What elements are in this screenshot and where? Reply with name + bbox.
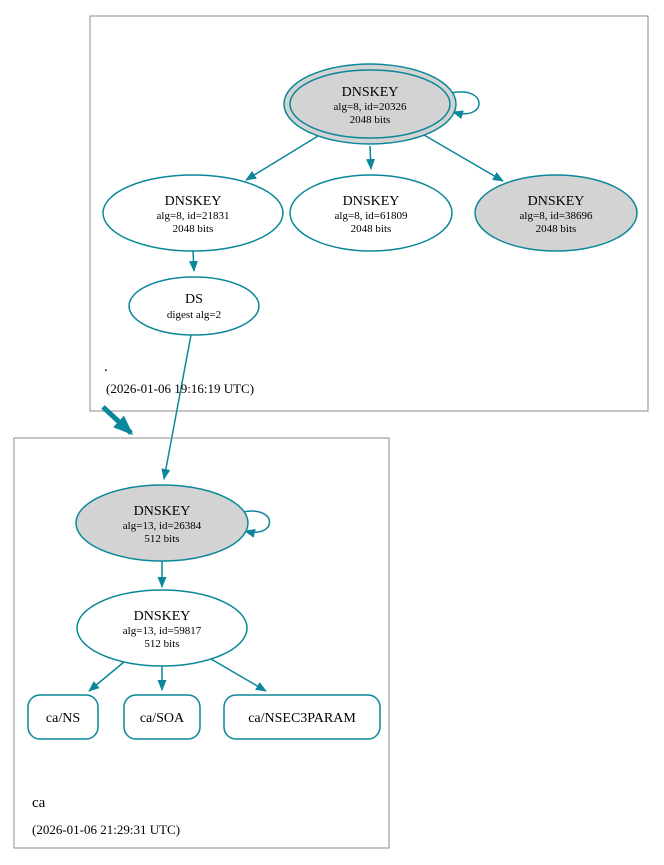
edge-root-zone-to-ca-zone: [101, 405, 134, 436]
ca-zsk-line1: alg=13, id=59817: [123, 625, 202, 637]
root-zsk3-ellipse: [474, 174, 638, 252]
root-zsk3-line2: 2048 bits: [536, 223, 577, 235]
ds-line1: digest alg=2: [167, 309, 221, 321]
root-ksk-outer-ellipse: [283, 63, 457, 145]
ca-ksk-line2: 512 bits: [144, 533, 179, 545]
node-ca-ns-rrset: ca/NS: [27, 694, 99, 740]
root-zsk3-title: DNSKEY: [528, 194, 585, 209]
edge-zsk1-to-ds: [189, 250, 198, 272]
root-zone-name: .: [104, 359, 108, 375]
root-zone-box: [89, 15, 649, 412]
node-root-ds: DS digest alg=2: [128, 276, 260, 336]
ca-soa-label: ca/SOA: [140, 711, 185, 726]
ca-ksk-ellipse: [75, 484, 249, 562]
edge-ca-zsk-to-ns: [88, 661, 125, 692]
root-zsk1-ellipse: [102, 174, 284, 252]
root-zsk3-line1: alg=8, id=38696: [520, 210, 593, 222]
ca-zone-timestamp: (2026-01-06 21:29:31 UTC): [32, 822, 180, 837]
ca-ksk-title: DNSKEY: [134, 504, 191, 519]
ca-ksk-self-loop: [242, 510, 271, 538]
edge-root-ksk-to-zsk2: [366, 145, 376, 170]
root-zsk2-ellipse: [289, 174, 453, 252]
ca-zone-box: [13, 437, 390, 849]
root-zsk2-title: DNSKEY: [343, 194, 400, 209]
edge-ds-to-ca-ksk: [161, 334, 192, 480]
node-ca-soa-rrset: ca/SOA: [123, 694, 201, 740]
root-zsk1-line2: 2048 bits: [173, 223, 214, 235]
root-ksk-line2: 2048 bits: [350, 114, 391, 126]
ca-ksk-line1: alg=13, id=26384: [123, 520, 202, 532]
root-ksk-line1: alg=8, id=20326: [334, 101, 407, 113]
ca-zone-name: ca: [32, 795, 46, 811]
ca-zsk-line2: 512 bits: [144, 638, 179, 650]
edge-root-ksk-to-zsk1: [245, 135, 319, 181]
ca-soa-box: [123, 694, 201, 740]
root-zsk1-title: DNSKEY: [165, 194, 222, 209]
node-root-zsk-61809: DNSKEY alg=8, id=61809 2048 bits: [289, 174, 453, 252]
node-ca-ksk-26384: DNSKEY alg=13, id=26384 512 bits: [75, 484, 249, 562]
root-ksk-self-loop: [450, 91, 480, 120]
node-ca-zsk-59817: DNSKEY alg=13, id=59817 512 bits: [76, 589, 248, 667]
node-root-zsk-38696: DNSKEY alg=8, id=38696 2048 bits: [474, 174, 638, 252]
node-root-zsk-21831: DNSKEY alg=8, id=21831 2048 bits: [102, 174, 284, 252]
ca-nsec3param-box: [223, 694, 381, 740]
edge-root-ksk-to-zsk3: [423, 134, 504, 182]
edge-ca-zsk-to-nsec3param: [210, 658, 267, 692]
ds-ellipse: [128, 276, 260, 336]
root-zsk2-line2: 2048 bits: [351, 223, 392, 235]
ca-nsec3param-label: ca/NSEC3PARAM: [248, 711, 356, 726]
ds-title: DS: [185, 292, 203, 307]
ca-zsk-ellipse: [76, 589, 248, 667]
root-zsk2-line1: alg=8, id=61809: [335, 210, 408, 222]
root-ksk-inner-ellipse: [289, 69, 451, 139]
root-ksk-title: DNSKEY: [342, 85, 399, 100]
root-zone-timestamp: (2026-01-06 19:16:19 UTC): [106, 381, 254, 396]
root-zsk1-line1: alg=8, id=21831: [157, 210, 230, 222]
node-root-ksk-20326: DNSKEY alg=8, id=20326 2048 bits: [283, 63, 457, 145]
ca-zsk-title: DNSKEY: [134, 609, 191, 624]
node-ca-nsec3param-rrset: ca/NSEC3PARAM: [223, 694, 381, 740]
ca-ns-box: [27, 694, 99, 740]
ca-ns-label: ca/NS: [46, 711, 80, 726]
